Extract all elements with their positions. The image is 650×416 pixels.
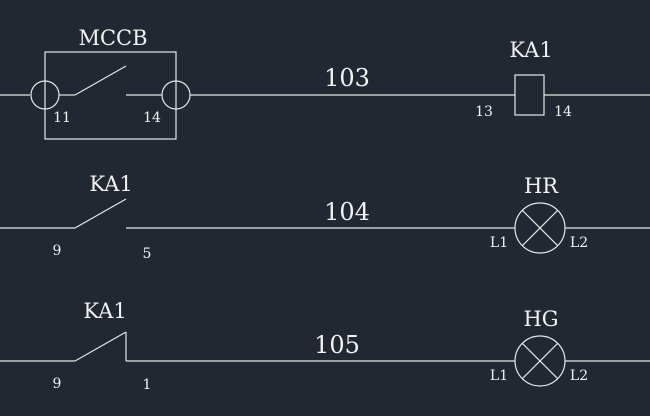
mccb-switch-blade [74, 65, 127, 96]
rung-1: MCCB 11 14 103 KA1 13 14 [0, 26, 650, 140]
lamp-label: HR [524, 174, 559, 198]
ka1-coil [514, 74, 545, 116]
lamp-icon [514, 335, 566, 387]
rung-3: KA1 9 1 105 HG L1 L2 [0, 299, 650, 393]
mccb-label: MCCB [78, 26, 147, 50]
contact-pin-right: 5 [143, 246, 152, 262]
coil-pin-left: 13 [475, 104, 493, 120]
ka1-nc-contact-blade [74, 331, 127, 362]
coil-label: KA1 [509, 38, 552, 62]
mccb-enclosure [44, 51, 177, 140]
lamp-icon [514, 202, 566, 254]
contact-label: KA1 [89, 172, 132, 196]
rung-2: KA1 9 5 104 HR L1 L2 [0, 172, 650, 262]
lamp-pin-left: L1 [490, 368, 508, 384]
contact-pin-right: 1 [143, 377, 152, 393]
mccb-pin-left: 11 [53, 110, 71, 126]
lamp-pin-right: L2 [570, 368, 588, 384]
lamp-pin-left: L1 [490, 235, 508, 251]
mccb-pin-right: 14 [143, 110, 161, 126]
ka1-no-contact-blade [74, 198, 127, 229]
wire-label-103: 103 [324, 64, 370, 92]
contact-label: KA1 [83, 299, 126, 323]
lamp-label: HG [523, 307, 558, 331]
contact-pin-left: 9 [53, 243, 62, 259]
lamp-pin-right: L2 [570, 235, 588, 251]
wire-label-105: 105 [314, 331, 360, 359]
wire-label-104: 104 [324, 198, 370, 226]
coil-pin-right: 14 [554, 104, 572, 120]
contact-pin-left: 9 [53, 376, 62, 392]
